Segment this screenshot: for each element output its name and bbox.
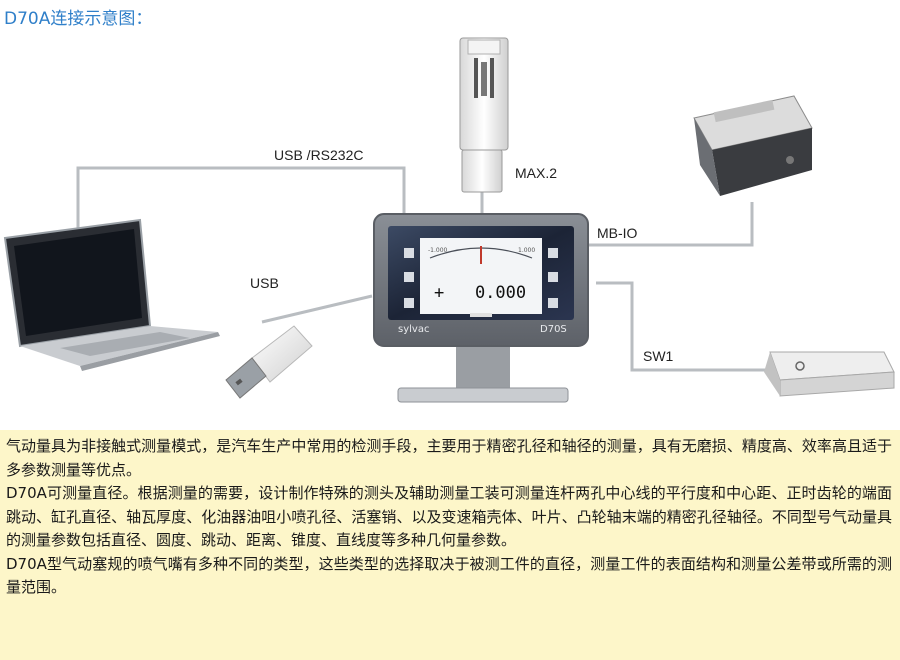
description-paragraph-3: D70A型气动塞规的喷气嘴有多种不同的类型，这些类型的选择取决于被测工件的直径，…: [6, 554, 892, 597]
label-usb-rs232c: USB /RS232C: [274, 147, 363, 163]
foot-switch-icon: [764, 351, 895, 397]
max2-module-icon: [459, 37, 509, 193]
mb-io-box-icon: [693, 95, 813, 196]
label-max2: MAX.2: [515, 165, 557, 181]
description-paragraph-1: 气动量具为非接触式测量模式，是汽车生产中常用的检测手段，主要用于精密孔径和轴径的…: [6, 437, 892, 479]
connection-lines: [76, 166, 770, 372]
description-paragraph-2: D70A可测量直径。根据测量的需要，设计制作特殊的测头及辅助测量工装可测量连杆两…: [6, 484, 892, 549]
usb-stick-icon: [225, 325, 313, 399]
label-sw1: SW1: [643, 348, 674, 364]
d70-display-unit-icon: [373, 213, 589, 403]
description-text: 气动量具为非接触式测量模式，是汽车生产中常用的检测手段，主要用于精密孔径和轴径的…: [0, 430, 900, 600]
display-model: D70S: [540, 324, 567, 335]
display-scale-left: -1.000: [428, 247, 448, 254]
display-reading: + 0.000: [434, 283, 526, 303]
label-usb: USB: [250, 275, 279, 291]
description-panel: 气动量具为非接触式测量模式，是汽车生产中常用的检测手段，主要用于精密孔径和轴径的…: [0, 430, 900, 660]
display-scale-right: 1.000: [518, 247, 535, 254]
laptop-icon: [3, 218, 220, 371]
display-brand: sylvac: [398, 324, 429, 335]
diagram-title: D70A连接示意图：: [4, 9, 153, 29]
connection-diagram: + 0.000 -1.000 1.000 sylvac D70S USB /RS…: [3, 37, 895, 403]
label-mb-io: MB-IO: [597, 225, 638, 241]
